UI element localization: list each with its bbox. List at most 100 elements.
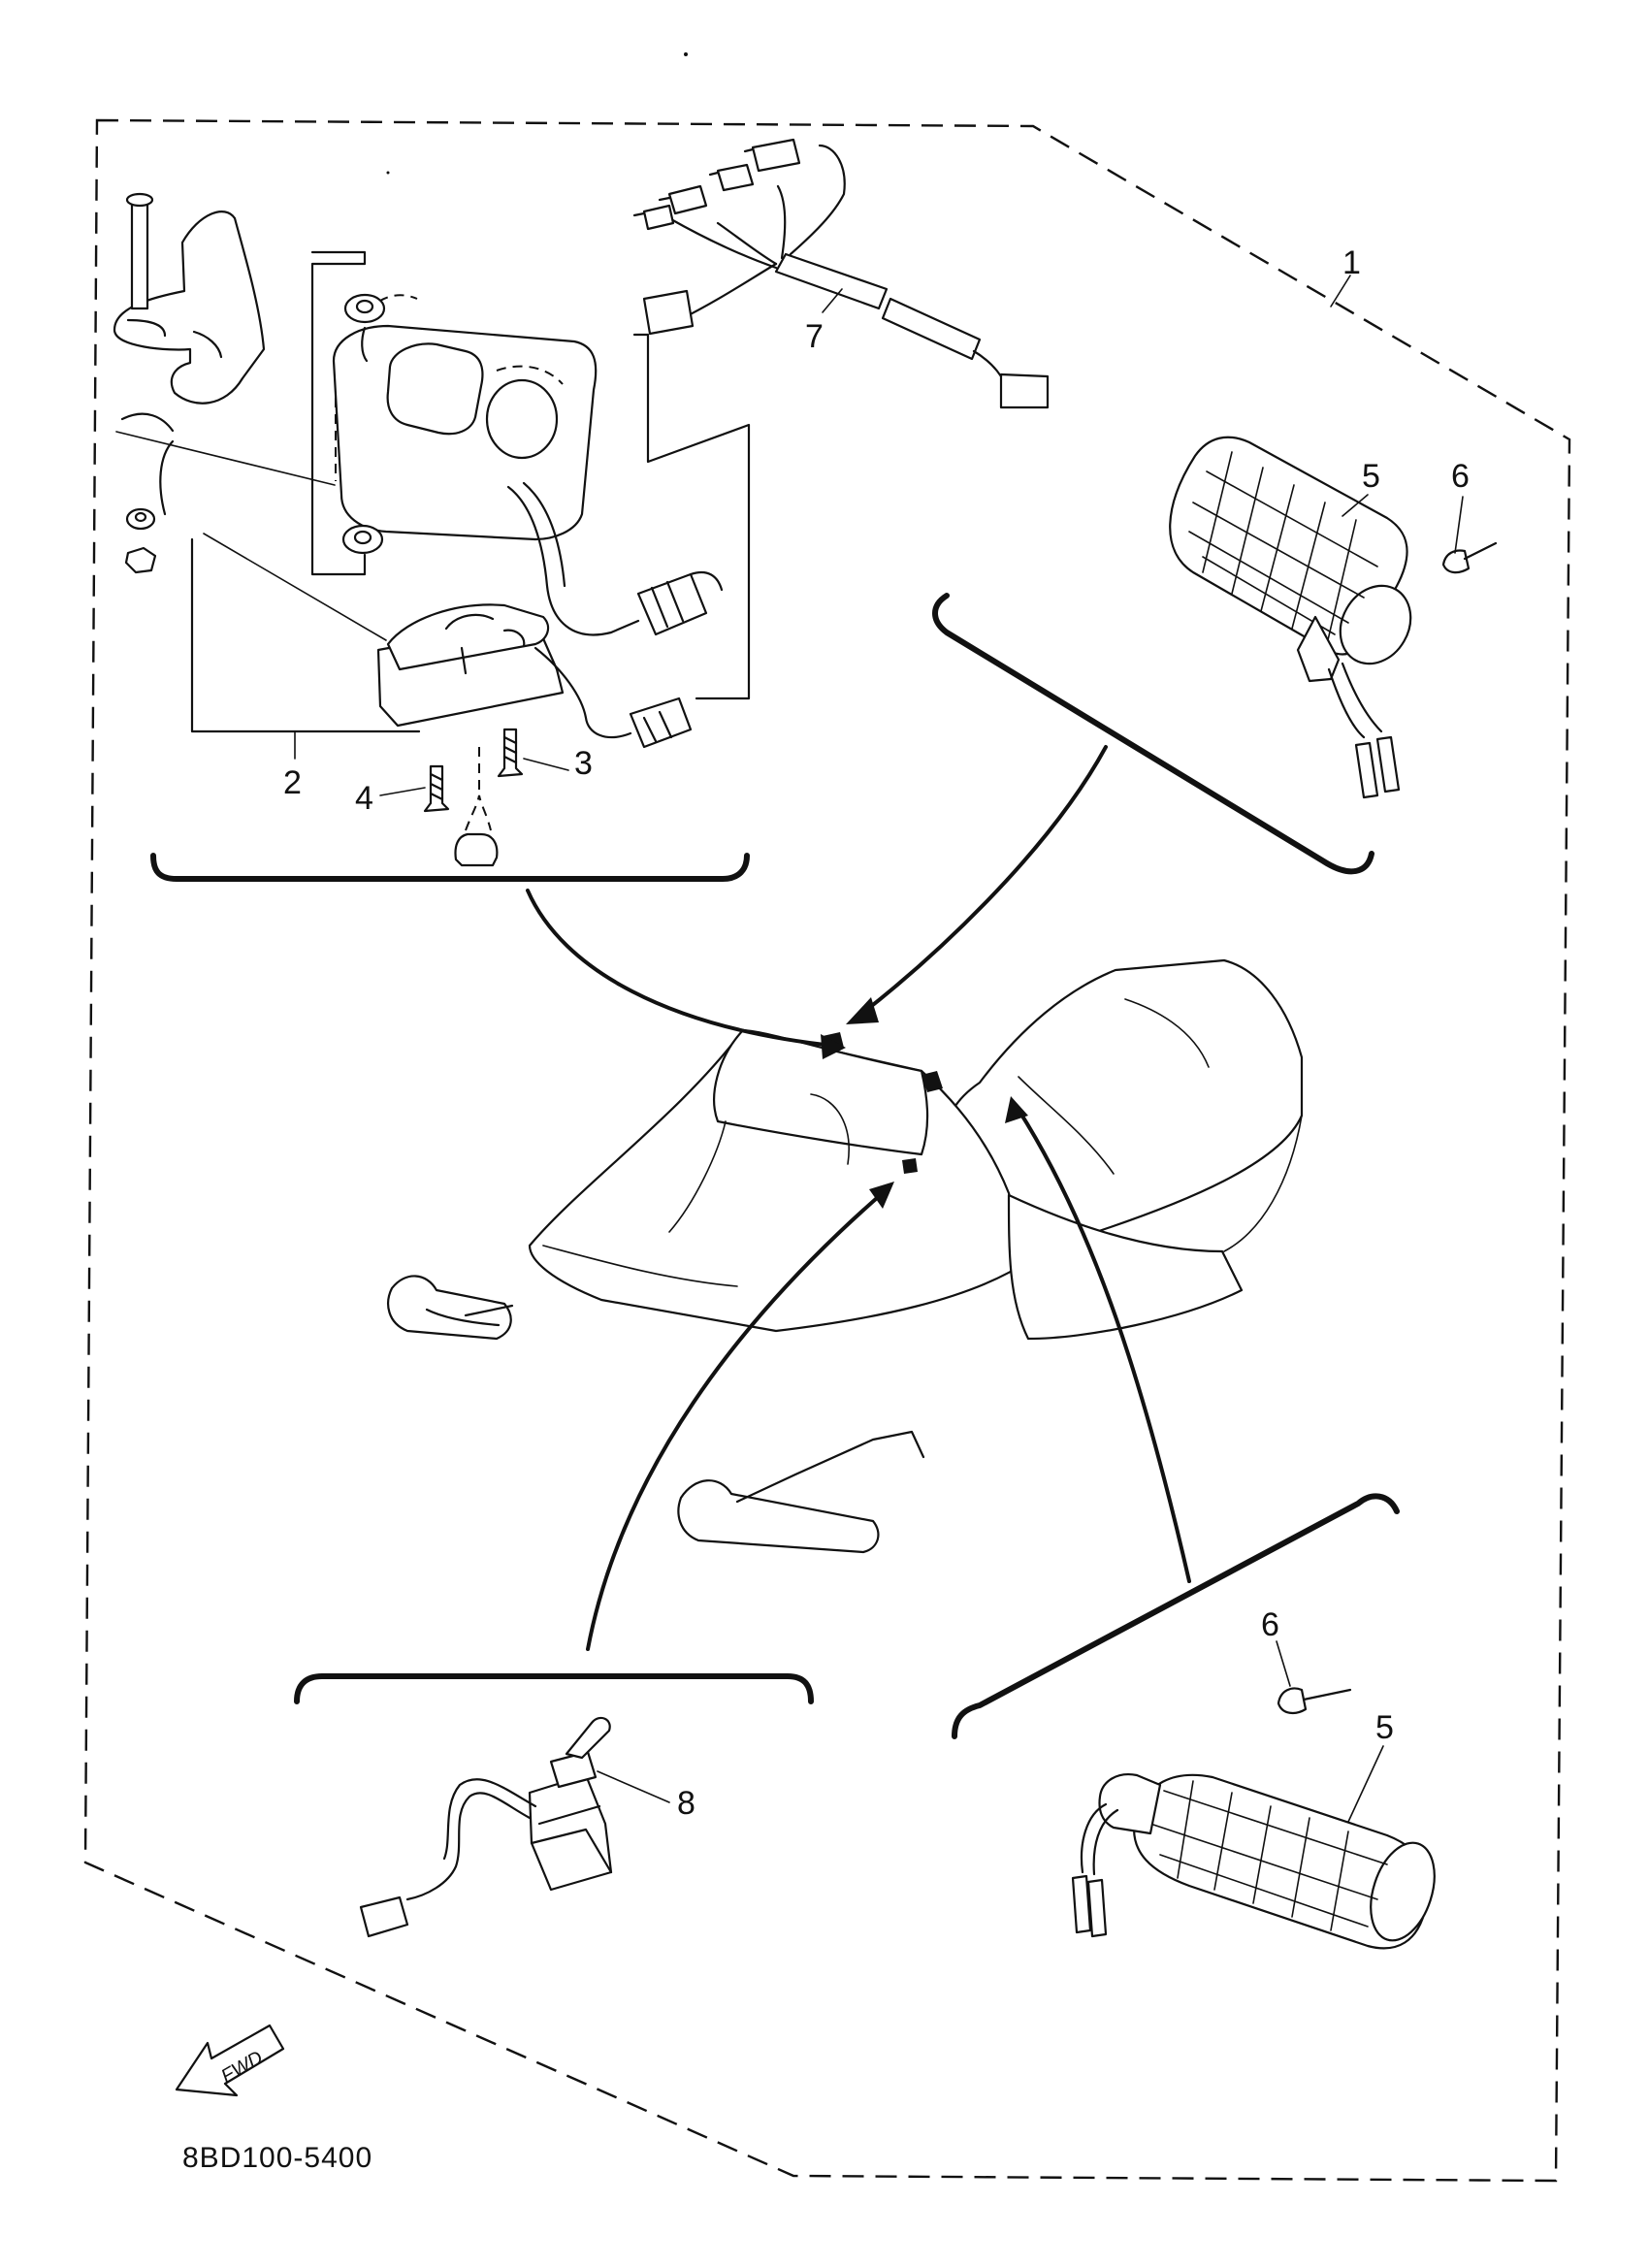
grip-left-pattern	[1149, 1780, 1388, 1931]
arrow-left-grip-head	[1005, 1096, 1028, 1123]
wire-harness-group	[632, 138, 1050, 409]
grip-left-terminal-2	[1086, 1878, 1108, 1938]
detail-bracket-bottom-left	[294, 1673, 814, 1704]
scan-dot	[684, 52, 688, 56]
housing-switch-box	[386, 342, 484, 436]
harness-terminal-pins	[632, 147, 755, 217]
bracket-detail	[120, 318, 223, 433]
callout-5b: 5	[1375, 1709, 1394, 1746]
tunnel-rear	[1223, 1115, 1303, 1252]
rivet-6-right-pin	[1463, 541, 1498, 561]
arrow-right-grip-head	[846, 997, 879, 1024]
callout-2: 2	[283, 764, 302, 801]
harness-sleeve-2	[881, 297, 982, 361]
grip-marker-left	[922, 1071, 943, 1092]
housing-connector-ribs	[650, 570, 724, 629]
grip-right-terminal-1	[1354, 741, 1379, 799]
harness-wire-branch-2	[667, 216, 778, 270]
control-base-connector	[629, 697, 693, 749]
bracket-bolt-head	[125, 192, 154, 208]
control-base-top	[386, 603, 550, 671]
grip-left-leads	[1080, 1802, 1119, 1876]
rivet-6-right	[1441, 549, 1471, 574]
screw-4-thread	[429, 772, 444, 801]
housing-cable-outer	[522, 481, 566, 588]
harness-terminal-2	[667, 184, 708, 215]
control-base-connector-ribs	[642, 710, 673, 743]
ski-right	[677, 1479, 880, 1554]
assembly-boundary	[83, 118, 1571, 2183]
drawing-code: 8BD100-5400	[182, 2142, 372, 2174]
hood-contour	[542, 1093, 850, 1287]
fwd-indicator: FWD	[175, 2024, 285, 2097]
leader-1	[1330, 275, 1351, 308]
snowmobile	[387, 958, 1304, 1554]
housing-cable	[506, 485, 640, 636]
toggle-switch-detail	[530, 1804, 613, 1874]
switch-group	[294, 1673, 814, 1938]
grip-left-end	[1370, 1841, 1436, 1942]
arrow-right-grip	[854, 745, 1108, 1021]
housing-connector	[636, 572, 708, 636]
harness-sleeve	[774, 252, 889, 310]
harness-connector-right	[999, 373, 1050, 409]
detail-bracket-top-right	[932, 593, 1374, 875]
bracket-wire	[159, 439, 175, 516]
arrow-control-unit	[526, 889, 836, 1048]
washer-hole	[134, 511, 147, 523]
harness-connector-left	[642, 289, 695, 336]
grip-right-leads	[1327, 662, 1383, 739]
screw-3	[497, 728, 524, 778]
ski-left-strut	[425, 1304, 514, 1327]
toggle-cable-outer	[442, 1778, 537, 1861]
grommet-ghost	[465, 794, 492, 831]
snowmobile-tunnel	[1007, 1193, 1244, 1341]
arrow-switch	[586, 1189, 887, 1651]
clip-top-hole	[355, 299, 374, 314]
detail-bracket-top-left	[150, 853, 750, 882]
grip-left-collar	[1098, 1773, 1162, 1835]
callout-6b: 6	[1261, 1606, 1279, 1643]
group-bracket-dashed	[310, 250, 367, 576]
heater-control-group	[113, 192, 751, 882]
group-bracket-right	[632, 333, 751, 700]
grip-right-pattern	[1188, 451, 1378, 645]
harness-terminal-3	[716, 163, 755, 192]
callout-7: 7	[805, 318, 824, 355]
leader-5b	[1347, 1745, 1384, 1823]
leader-7	[822, 288, 843, 313]
leader-arrows	[526, 745, 1191, 1651]
switch-marker	[902, 1158, 918, 1174]
rivet-6-left-pin	[1302, 1688, 1352, 1701]
callout-3: 3	[574, 745, 593, 782]
callout-6a: 6	[1451, 458, 1470, 495]
rivet-6-left	[1277, 1687, 1308, 1715]
leader-5a	[1342, 494, 1369, 517]
grip-right-end	[1339, 584, 1412, 665]
housing-guide-line	[203, 533, 387, 641]
control-base-detail	[444, 613, 526, 675]
toggle-connector	[359, 1895, 409, 1938]
housing-bore	[485, 378, 559, 460]
screw-4	[423, 764, 450, 813]
grip-right-terminal-2	[1375, 735, 1401, 794]
housing-guide-line	[115, 431, 336, 486]
arrow-switch-head	[869, 1182, 894, 1209]
grip-left-terminal-1	[1071, 1874, 1092, 1934]
callout-1: 1	[1342, 244, 1361, 281]
detail-bracket-bottom-right	[952, 1493, 1400, 1739]
harness-terminal-1	[642, 204, 675, 231]
leader-8	[597, 1770, 670, 1803]
clip-top-pin	[361, 326, 369, 363]
arrow-left-grip	[1017, 1108, 1191, 1583]
leader-6a	[1454, 496, 1464, 554]
callout-5a: 5	[1362, 458, 1380, 495]
ski-left	[387, 1275, 512, 1341]
screw-3-thread	[502, 735, 518, 764]
bracket-bolt	[130, 197, 149, 310]
harness-wire-branch	[716, 144, 846, 266]
group-bracket-left	[190, 537, 421, 733]
control-base-cable	[534, 646, 632, 738]
arrow-control-unit-head	[821, 1034, 846, 1059]
